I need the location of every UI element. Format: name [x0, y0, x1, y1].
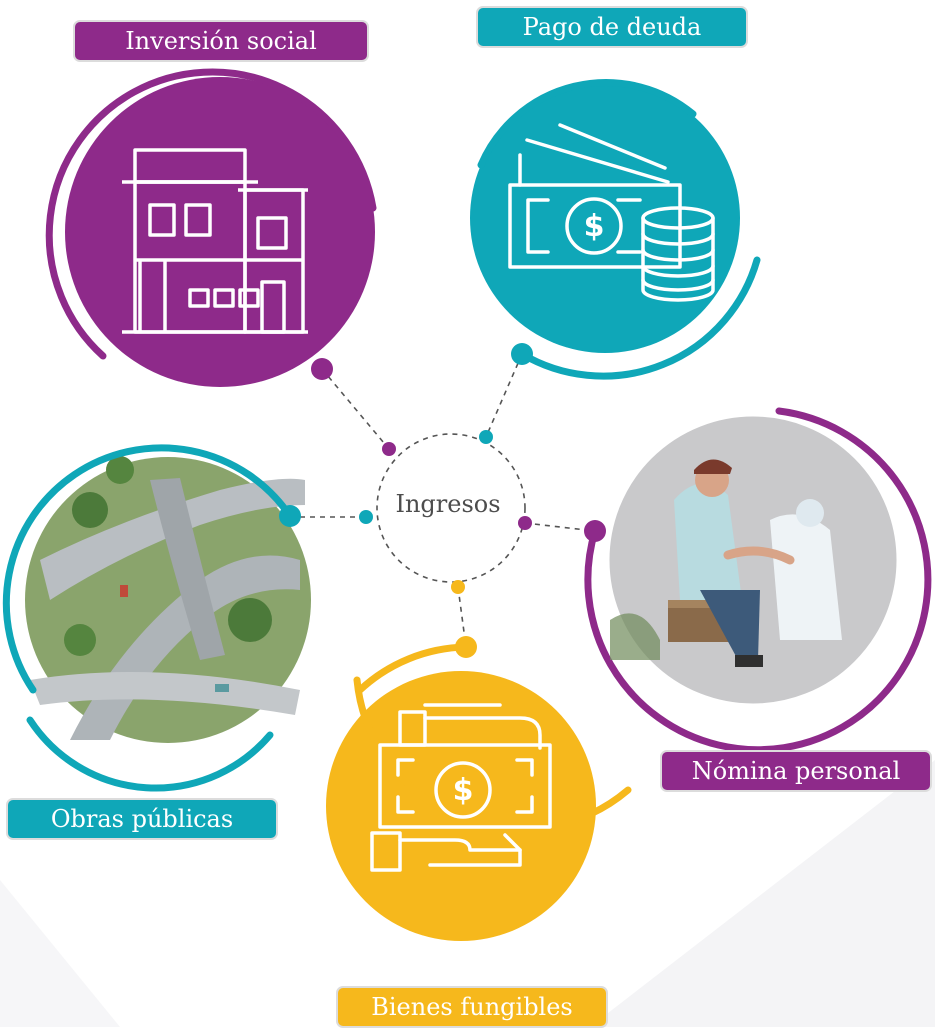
node-inversion-social: [45, 68, 377, 387]
deuda-orbit-arc-top: [477, 79, 697, 169]
healthcare-worker-illustration: [610, 459, 842, 667]
hands-exchanging-money-icon: $: [370, 703, 552, 872]
nomina-orbit-arc: [584, 407, 932, 754]
highway-interchange-illustration: [30, 456, 305, 740]
center-hub-ring: [376, 433, 526, 583]
obras-photo-disc: [25, 457, 311, 743]
deuda-disc: [470, 83, 740, 353]
svg-text:$: $: [584, 209, 605, 244]
deuda-orbit-arc-bottom: [518, 256, 761, 380]
label-obras-publicas: Obras públicas: [6, 798, 278, 840]
connector-nomina: [524, 522, 596, 532]
money-coins-icon: $: [508, 123, 715, 302]
inversion-disc: [65, 77, 375, 387]
deuda-anchor-dot: [511, 343, 533, 365]
fungibles-disc: [326, 671, 596, 941]
house-icon: [122, 148, 308, 334]
connector-inversion: [321, 368, 390, 450]
deuda-label-text: Pago de deuda: [522, 13, 702, 41]
obras-orbit-arc-top: [2, 444, 294, 694]
inversion-orbit-arc: [45, 68, 377, 360]
fungibles-anchor-dot: [455, 636, 477, 658]
inversion-anchor-dot: [311, 358, 333, 380]
obras-anchor-dot: [279, 505, 301, 527]
node-nomina-personal: [584, 407, 932, 754]
label-inversion-social: Inversión social: [73, 20, 369, 62]
label-bienes-fungibles: Bienes fungibles: [336, 986, 608, 1028]
label-pago-deuda: Pago de deuda: [476, 6, 748, 48]
hub-dot-obras: [359, 510, 373, 524]
obras-label-text: Obras públicas: [50, 805, 234, 833]
hub-dot-inversion: [382, 442, 396, 456]
background-shape: [0, 880, 120, 1027]
fungibles-label-text: Bienes fungibles: [371, 993, 573, 1021]
node-pago-deuda: $: [470, 79, 761, 380]
label-nomina-personal: Nómina personal: [660, 750, 932, 792]
nomina-label-text: Nómina personal: [691, 757, 901, 785]
hub-dot-fungibles: [451, 580, 465, 594]
node-obras-publicas: [2, 444, 311, 792]
background-shape: [590, 760, 935, 1027]
obras-orbit-arc-bottom: [26, 716, 274, 792]
inversion-label-text: Inversión social: [125, 27, 317, 55]
node-bienes-fungibles: $: [326, 636, 632, 941]
svg-text:$: $: [453, 773, 474, 808]
nomina-anchor-dot: [584, 520, 606, 542]
hub-dot-deuda: [479, 430, 493, 444]
connector-deuda: [485, 353, 523, 438]
center-label: Ingresos: [395, 490, 501, 518]
hub-dot-nomina: [518, 516, 532, 530]
